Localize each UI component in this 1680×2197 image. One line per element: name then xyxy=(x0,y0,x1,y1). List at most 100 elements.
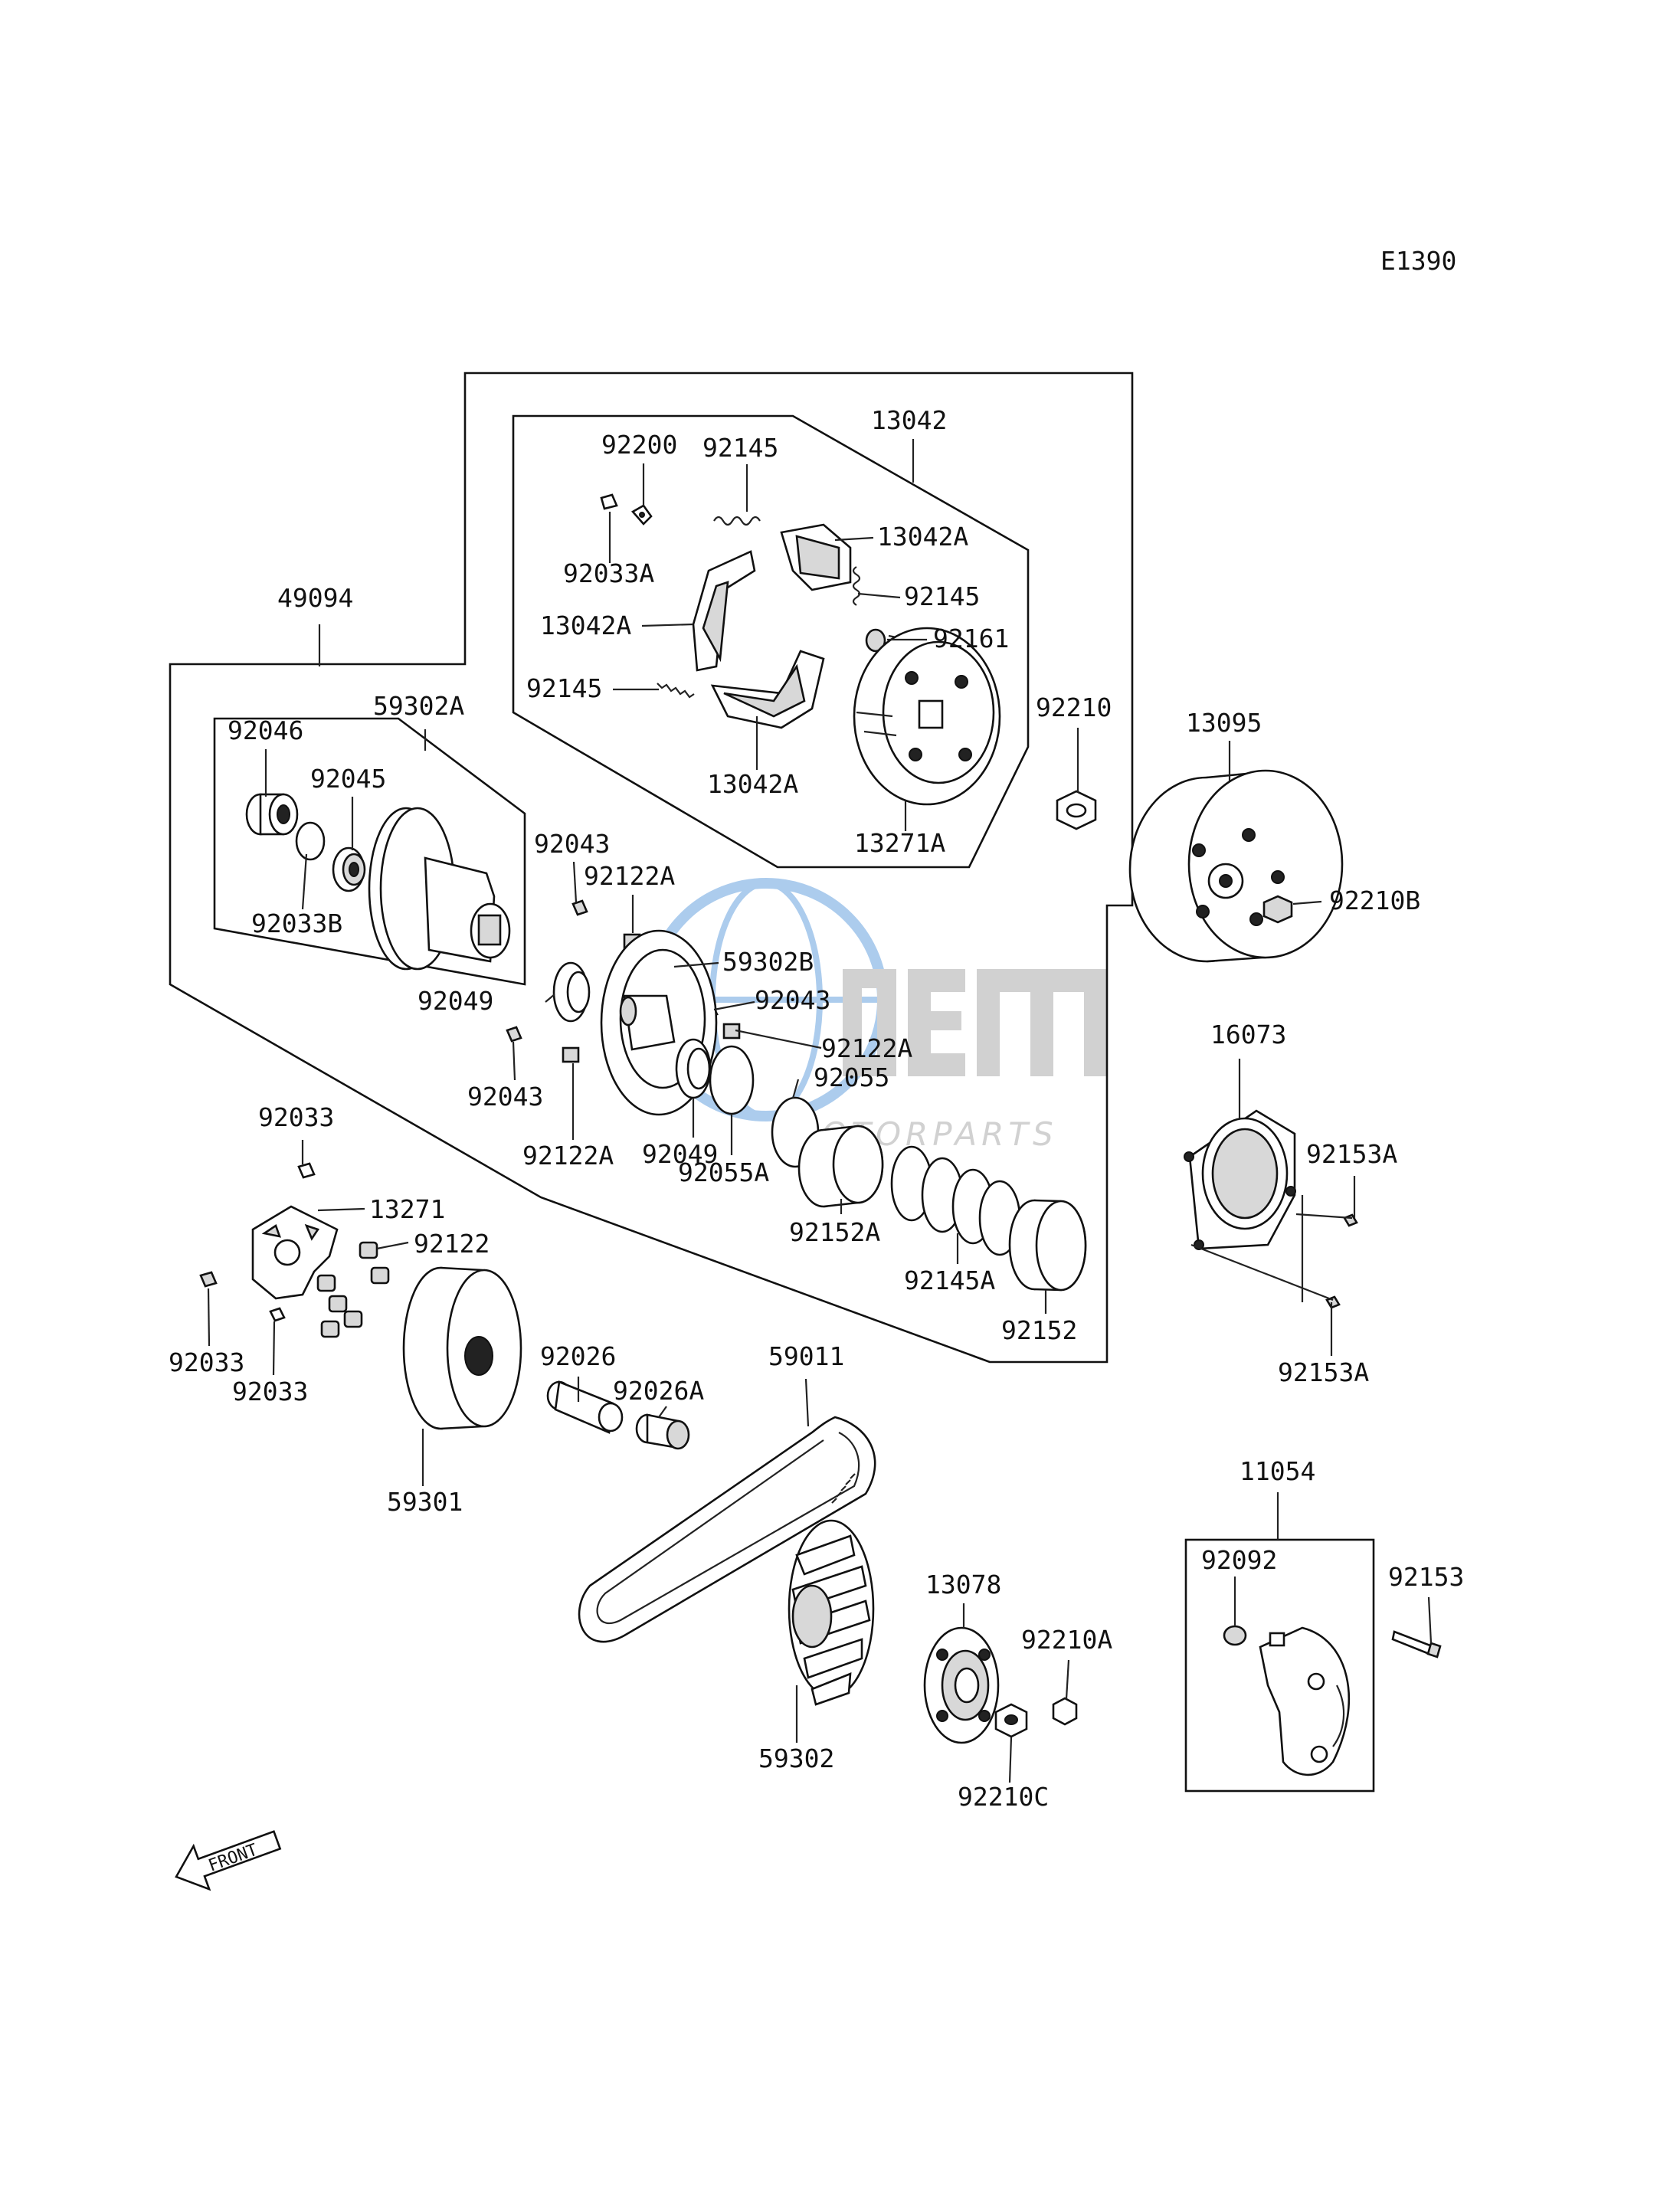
label-13271: 13271 xyxy=(369,1194,445,1224)
part-92152-collar xyxy=(1008,1199,1087,1292)
part-92026-sleeve xyxy=(546,1380,624,1434)
label-92033-1: 92033 xyxy=(258,1102,334,1132)
label-92033-3: 92033 xyxy=(232,1377,308,1406)
part-92055a-oring xyxy=(709,1045,755,1115)
part-92045-bearing xyxy=(332,846,366,892)
part-92145-spring-right xyxy=(852,566,861,606)
part-11054-bracket xyxy=(1259,1626,1351,1776)
label-92145-right: 92145 xyxy=(904,581,980,611)
label-92033-2: 92033 xyxy=(169,1347,244,1377)
part-92210a-nut xyxy=(1052,1697,1078,1726)
part-92122-rollers xyxy=(316,1241,390,1338)
part-92043-pin-1 xyxy=(571,899,588,916)
group-11054-outline xyxy=(1184,1538,1375,1793)
part-92033b-circlip xyxy=(295,821,326,861)
part-92033-clip-3 xyxy=(269,1307,286,1322)
label-92122a-3: 92122A xyxy=(522,1141,614,1171)
label-92152a: 92152A xyxy=(789,1217,880,1247)
part-16073-cover-plate xyxy=(1184,1109,1296,1250)
part-13271-ramp-plate xyxy=(251,1205,339,1300)
front-arrow: FRONT xyxy=(175,1830,282,1891)
part-13271a-clutch-plate xyxy=(853,627,1001,806)
part-labels: 13042 92200 92145 13042A 92033A 13042A 9… xyxy=(169,405,1464,1812)
part-92153-bolt xyxy=(1391,1630,1442,1658)
label-92055a: 92055A xyxy=(678,1157,769,1187)
label-13042a-1: 13042A xyxy=(877,522,968,552)
label-13078: 13078 xyxy=(925,1570,1001,1599)
leader-lines xyxy=(207,439,1433,1783)
label-11054: 11054 xyxy=(1240,1456,1315,1486)
label-92153a-2: 92153A xyxy=(1278,1357,1369,1387)
label-92033a: 92033A xyxy=(563,558,654,588)
part-59301-drive-face xyxy=(402,1266,522,1430)
label-92210b: 92210B xyxy=(1329,886,1420,915)
label-92092: 92092 xyxy=(1201,1545,1277,1575)
label-13042a-3: 13042A xyxy=(707,769,798,799)
label-59302: 59302 xyxy=(758,1744,834,1773)
part-59302a-driven-face xyxy=(368,807,511,971)
label-49094: 49094 xyxy=(277,583,353,613)
part-92145-spring-left xyxy=(657,683,695,699)
label-13095: 13095 xyxy=(1186,708,1262,738)
part-92200-clip xyxy=(630,504,653,526)
label-92043-3: 92043 xyxy=(467,1082,543,1112)
part-13042a-shoe-left xyxy=(692,550,756,672)
label-92122a-1: 92122A xyxy=(584,861,675,891)
part-13042a-shoe-upper xyxy=(780,523,852,591)
part-13042a-shoe-lower xyxy=(710,650,825,729)
label-16073: 16073 xyxy=(1210,1020,1286,1049)
label-92026a: 92026A xyxy=(613,1376,704,1406)
part-92092-collar xyxy=(1223,1625,1247,1646)
label-13271a: 13271A xyxy=(854,828,945,858)
part-92033-clip-2 xyxy=(199,1271,218,1288)
label-92145a: 92145A xyxy=(904,1265,995,1295)
group-13042-outline xyxy=(512,414,1030,869)
label-92200: 92200 xyxy=(601,430,677,460)
label-59302b: 59302B xyxy=(722,947,814,977)
label-92153: 92153 xyxy=(1388,1562,1464,1592)
label-92153a-1: 92153A xyxy=(1306,1139,1397,1169)
part-59302b-movable-face xyxy=(600,929,718,1116)
label-92152: 92152 xyxy=(1001,1315,1077,1345)
part-92210b-nut xyxy=(1262,895,1293,924)
part-59011-belt xyxy=(578,1416,876,1643)
part-92049-seal-right xyxy=(675,1038,712,1099)
label-92055: 92055 xyxy=(814,1062,889,1092)
diagram-code: E1390 xyxy=(1380,246,1456,276)
label-92045: 92045 xyxy=(310,764,386,794)
label-92161: 92161 xyxy=(933,624,1009,653)
label-59301: 59301 xyxy=(387,1487,463,1517)
group-49094-outline xyxy=(169,372,1134,1364)
label-59011: 59011 xyxy=(768,1341,844,1371)
label-92033b: 92033B xyxy=(251,909,342,938)
part-92145-spring-top xyxy=(713,516,761,526)
label-92210a: 92210A xyxy=(1021,1625,1112,1655)
label-92043-2: 92043 xyxy=(755,985,830,1015)
label-92046: 92046 xyxy=(228,715,303,745)
part-92046-bearing xyxy=(245,793,299,836)
label-13042: 13042 xyxy=(871,405,947,435)
label-92210c: 92210C xyxy=(958,1782,1049,1812)
oem-motorparts-watermark: MOTORPARTS xyxy=(644,878,1107,1153)
part-92026a-sleeve xyxy=(635,1413,690,1450)
label-13042a-2: 13042A xyxy=(540,611,631,640)
label-92122a-2: 92122A xyxy=(821,1033,912,1063)
label-92049-1: 92049 xyxy=(418,986,493,1016)
label-92043-1: 92043 xyxy=(534,829,610,859)
label-92145-left: 92145 xyxy=(526,673,602,703)
label-92049-2: 92049 xyxy=(642,1139,718,1169)
part-92033a-clip xyxy=(600,493,618,510)
part-92043-pin-3 xyxy=(506,1026,522,1043)
label-92145-top: 92145 xyxy=(702,433,778,463)
part-13078-plate xyxy=(923,1626,1000,1744)
group-59302a-outline xyxy=(213,717,526,986)
part-92210-nut xyxy=(1056,790,1097,830)
part-92210c-nut xyxy=(994,1703,1028,1738)
part-92145a-spring xyxy=(890,1145,1021,1256)
part-59302-fan-pulley xyxy=(788,1519,875,1706)
part-92122a-roller-3 xyxy=(562,1046,580,1063)
part-92152a-seat xyxy=(797,1125,884,1208)
label-59302a: 59302A xyxy=(373,691,464,721)
label-92210: 92210 xyxy=(1036,692,1112,722)
